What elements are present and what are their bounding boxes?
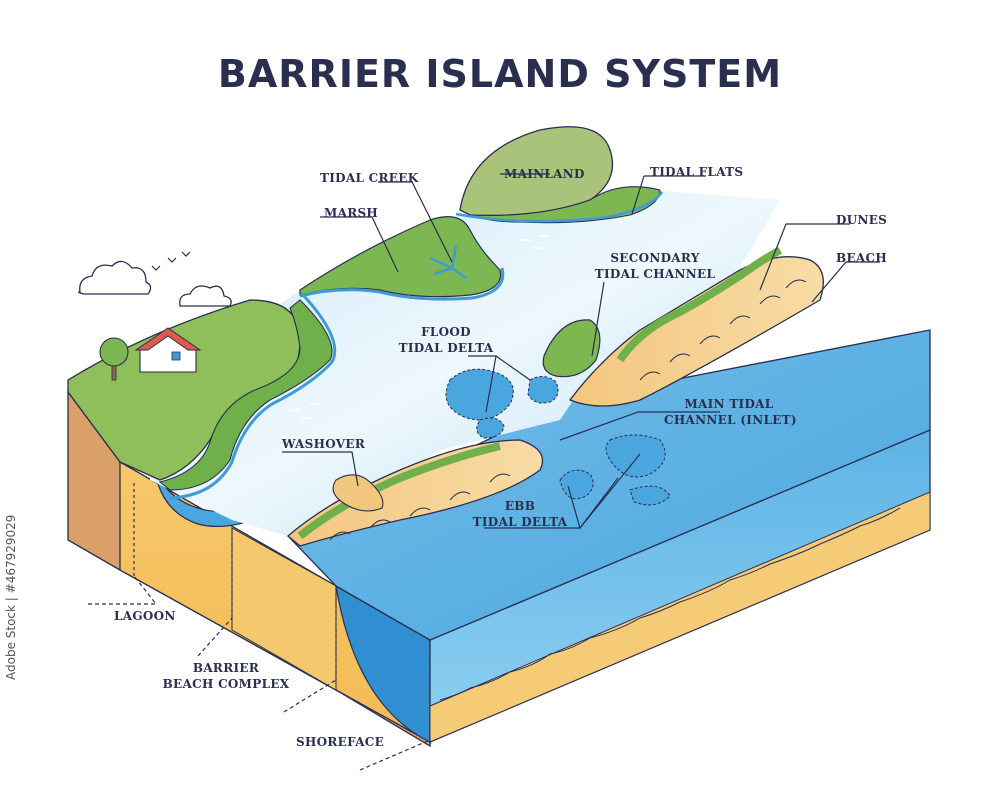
label-line: BARRIER [156,660,296,676]
label-line: MAIN TIDAL [664,396,794,412]
label-ebb-tidal-delta: EBB TIDAL DELTA [470,498,570,530]
label-dunes: DUNES [836,212,887,228]
label-tidal-flats: TIDAL FLATS [650,164,743,180]
label-lagoon: LAGOON [114,608,176,624]
label-line: BEACH COMPLEX [156,676,296,692]
label-line: TIDAL DELTA [470,514,570,530]
label-beach: BEACH [836,250,887,266]
label-barrier-beach-complex: BARRIER BEACH COMPLEX [156,660,296,692]
label-main-tidal-channel: MAIN TIDAL CHANNEL (INLET) [664,396,794,428]
label-marsh: MARSH [324,205,378,221]
label-shoreface: SHOREFACE [296,734,384,750]
cloud-icon [79,261,151,294]
birds-icon [152,252,190,270]
label-secondary-tidal-channel: SECONDARY TIDAL CHANNEL [590,250,720,282]
label-flood-tidal-delta: FLOOD TIDAL DELTA [396,324,496,356]
label-line: FLOOD [396,324,496,340]
cloud-icon [180,286,231,306]
page-title: BARRIER ISLAND SYSTEM [0,52,1000,96]
label-line: TIDAL DELTA [396,340,496,356]
stock-id-text: Adobe Stock | #467929029 [4,515,18,680]
label-washover: WASHOVER [282,436,365,452]
label-line: TIDAL CHANNEL [590,266,720,282]
label-line: CHANNEL (INLET) [664,412,794,428]
label-line: SECONDARY [590,250,720,266]
label-tidal-creek: TIDAL CREEK [320,170,418,186]
label-line: EBB [470,498,570,514]
label-mainland: MAINLAND [504,166,585,182]
